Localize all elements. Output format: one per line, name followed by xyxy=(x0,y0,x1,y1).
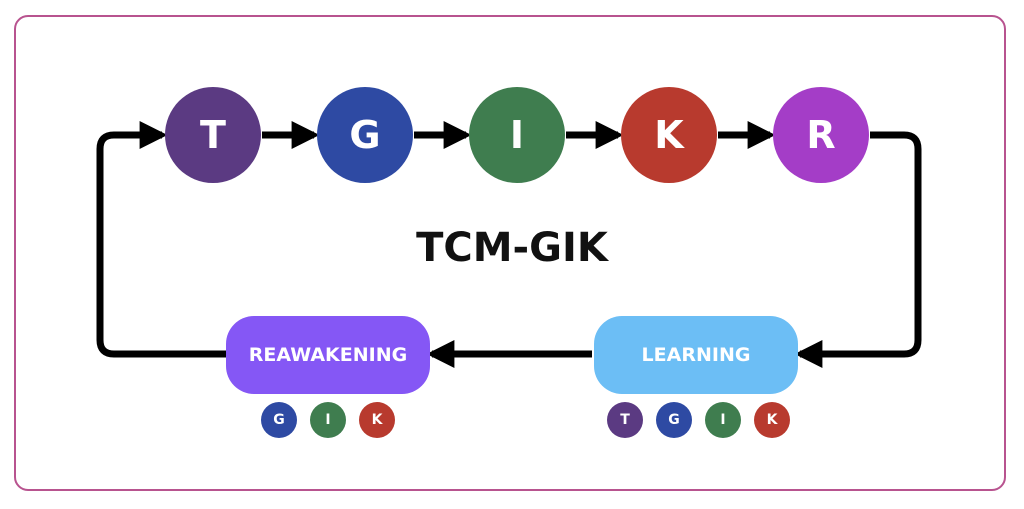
node-t: T xyxy=(165,87,261,183)
learning-chip-t: T xyxy=(607,402,643,438)
arrow-reawakening-to-t xyxy=(96,121,226,358)
learning-chip-k: K xyxy=(754,402,790,438)
reawakening-stage: REAWAKENING xyxy=(226,316,430,394)
node-i: I xyxy=(469,87,565,183)
learning-chip-g: G xyxy=(656,402,692,438)
arrow-r-to-learning xyxy=(794,131,922,368)
reawakening-chip-k: K xyxy=(359,402,395,438)
learning-stage: LEARNING xyxy=(594,316,798,394)
reawakening-chip-g: G xyxy=(261,402,297,438)
node-g: G xyxy=(317,87,413,183)
node-k: K xyxy=(621,87,717,183)
diagram-title: TCM-GIK xyxy=(416,225,608,271)
learning-chip-i: I xyxy=(705,402,741,438)
reawakening-chip-i: I xyxy=(310,402,346,438)
node-r: R xyxy=(773,87,869,183)
